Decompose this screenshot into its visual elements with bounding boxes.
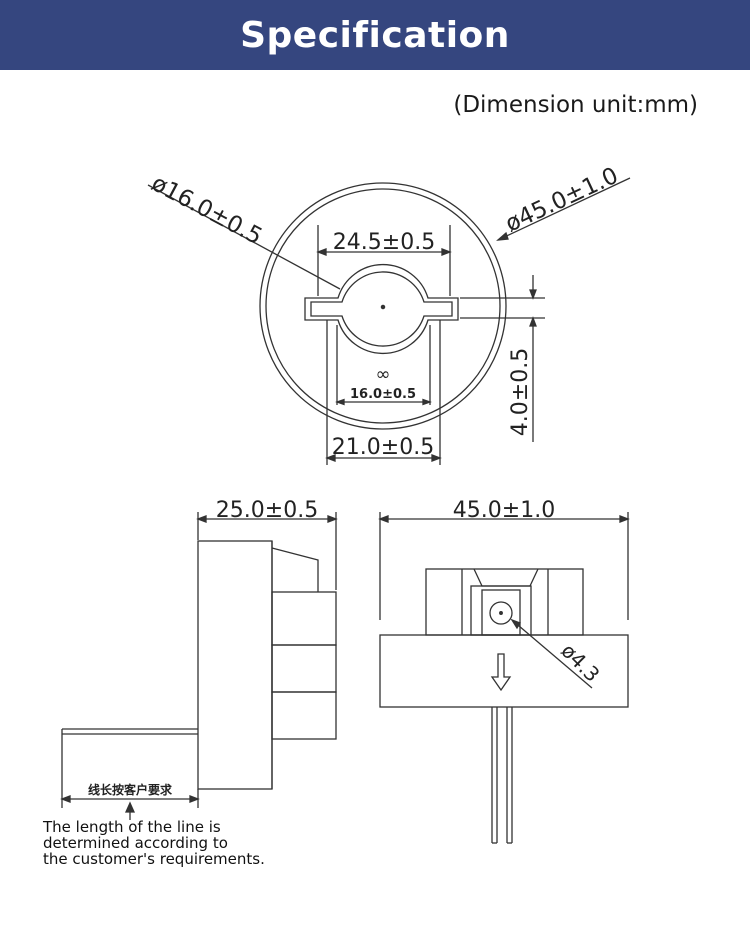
inner-symbol: ∞ [376, 364, 391, 385]
side-view [60, 512, 338, 820]
led-diameter-label: ø4.3 [556, 639, 604, 687]
front-base [379, 634, 629, 708]
dimension-unit-note: (Dimension unit:mm) [453, 92, 698, 118]
outer-circle-inner [265, 188, 501, 424]
page-title: Specification [240, 14, 510, 56]
front-width-label: 45.0±1.0 [453, 498, 555, 523]
wire-label-cn: 线长按客户要求 [88, 782, 173, 797]
hole-diameter-label: ø16.0±0.5 [147, 170, 266, 250]
front-view [378, 512, 630, 844]
header-banner: Specification [0, 0, 750, 70]
arrow-down-icon [490, 653, 512, 692]
wire-note-line-2: determined according to [43, 834, 228, 852]
led-circle [489, 601, 513, 625]
top-view [147, 177, 631, 465]
inner-width-label: 16.0±0.5 [350, 387, 416, 402]
pin-height-label: 4.0±0.5 [508, 348, 533, 436]
slot-outline [304, 263, 459, 355]
side-body [197, 540, 273, 790]
slot-width-label: 24.5±0.5 [333, 230, 435, 255]
depth-label: 25.0±0.5 [216, 498, 318, 523]
wire-note-line-3: the customer's requirements. [43, 850, 265, 868]
wire-length-note: The length of the line is determined acc… [43, 819, 265, 867]
pin-span-label: 21.0±0.5 [332, 435, 434, 460]
outer-circle [259, 182, 507, 430]
outer-diameter-label: ø45.0±1.0 [502, 163, 623, 238]
slot-inner-outline [310, 271, 453, 347]
wire-note-line-1: The length of the line is [43, 818, 221, 836]
